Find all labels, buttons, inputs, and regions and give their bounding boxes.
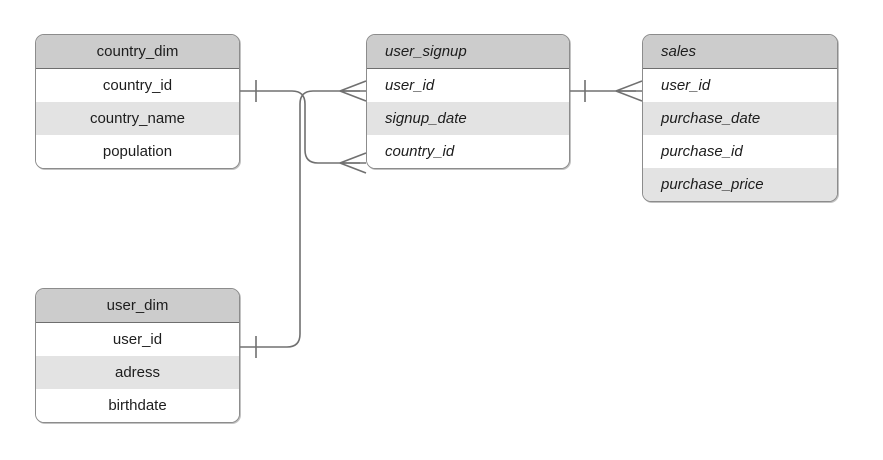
- entity-user-dim[interactable]: user_dim user_id adress birthdate: [35, 288, 240, 423]
- entity-title-user-signup: user_signup: [367, 35, 569, 69]
- entity-column-population[interactable]: population: [36, 135, 239, 168]
- entity-column-user-id[interactable]: user_id: [643, 69, 837, 102]
- entity-column-purchase-id[interactable]: purchase_id: [643, 135, 837, 168]
- connector-user-signup-to-sales: [570, 80, 643, 102]
- cardinality-many-crowsfoot: [339, 80, 367, 102]
- entity-column-user-id[interactable]: user_id: [36, 323, 239, 356]
- entity-column-country-id[interactable]: country_id: [36, 69, 239, 102]
- entity-title-user-dim: user_dim: [36, 289, 239, 323]
- entity-column-purchase-date[interactable]: purchase_date: [643, 102, 837, 135]
- entity-column-signup-date[interactable]: signup_date: [367, 102, 569, 135]
- entity-column-adress[interactable]: adress: [36, 356, 239, 389]
- connector-country-dim-to-user-signup: [240, 80, 367, 174]
- entity-country-dim[interactable]: country_dim country_id country_name popu…: [35, 34, 240, 169]
- entity-column-purchase-price[interactable]: purchase_price: [643, 168, 837, 201]
- entity-sales[interactable]: sales user_id purchase_date purchase_id …: [642, 34, 838, 202]
- entity-column-user-id[interactable]: user_id: [367, 69, 569, 102]
- entity-column-country-name[interactable]: country_name: [36, 102, 239, 135]
- cardinality-many-crowsfoot: [615, 80, 643, 102]
- entity-column-country-id[interactable]: country_id: [367, 135, 569, 168]
- entity-user-signup[interactable]: user_signup user_id signup_date country_…: [366, 34, 570, 169]
- entity-column-birthdate[interactable]: birthdate: [36, 389, 239, 422]
- entity-title-sales: sales: [643, 35, 837, 69]
- connector-user-dim-to-user-signup: [240, 80, 367, 358]
- entity-title-country-dim: country_dim: [36, 35, 239, 69]
- cardinality-many-crowsfoot: [339, 152, 367, 174]
